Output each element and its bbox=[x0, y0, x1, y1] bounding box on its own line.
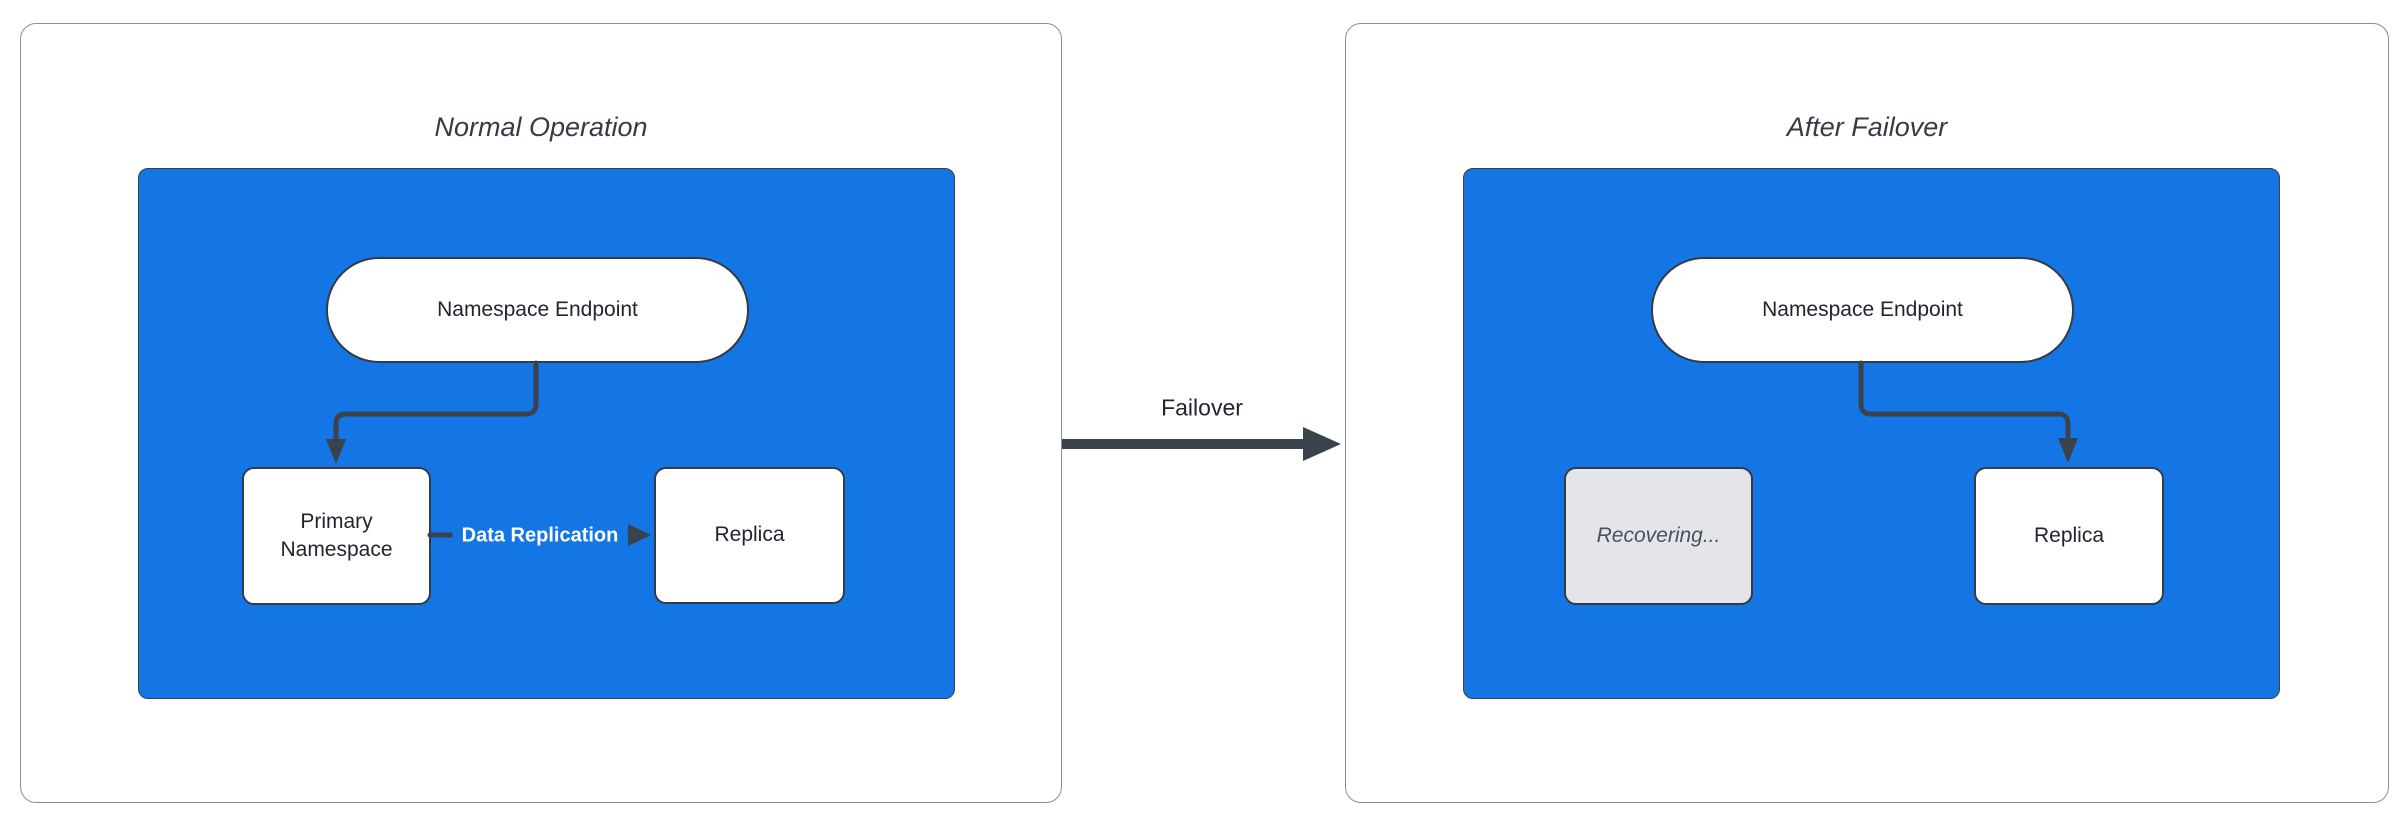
node-label: Recovering... bbox=[1596, 523, 1721, 547]
replication-edge-label: Data Replication bbox=[452, 522, 628, 550]
namespace-endpoint-pill: Namespace Endpoint bbox=[1651, 257, 2074, 363]
node-label: Primary Namespace bbox=[280, 509, 393, 561]
replica-node: Replica bbox=[654, 467, 845, 604]
namespace-container bbox=[1463, 168, 2280, 699]
failover-arrow bbox=[1062, 427, 1341, 461]
panel-title: Normal Operation bbox=[434, 112, 648, 142]
recovering-node: Recovering... bbox=[1564, 467, 1753, 605]
endpoint-label: Namespace Endpoint bbox=[1762, 298, 1963, 321]
panel-normal-operation: Normal Operation Namespace Endpoint Prim… bbox=[20, 23, 1062, 803]
namespace-endpoint-pill: Namespace Endpoint bbox=[326, 257, 749, 363]
replica-node: Replica bbox=[1974, 467, 2164, 605]
primary-namespace-node: Primary Namespace bbox=[242, 467, 431, 605]
failover-edge-label: Failover bbox=[1161, 394, 1243, 421]
panel-title: After Failover bbox=[1786, 112, 1948, 142]
panel-after-failover: After Failover Namespace Endpoint Recove… bbox=[1345, 23, 2389, 803]
namespace-container bbox=[138, 168, 955, 699]
node-label: Replica bbox=[2033, 523, 2105, 547]
node-label: Replica bbox=[714, 523, 785, 547]
endpoint-label: Namespace Endpoint bbox=[437, 298, 638, 321]
